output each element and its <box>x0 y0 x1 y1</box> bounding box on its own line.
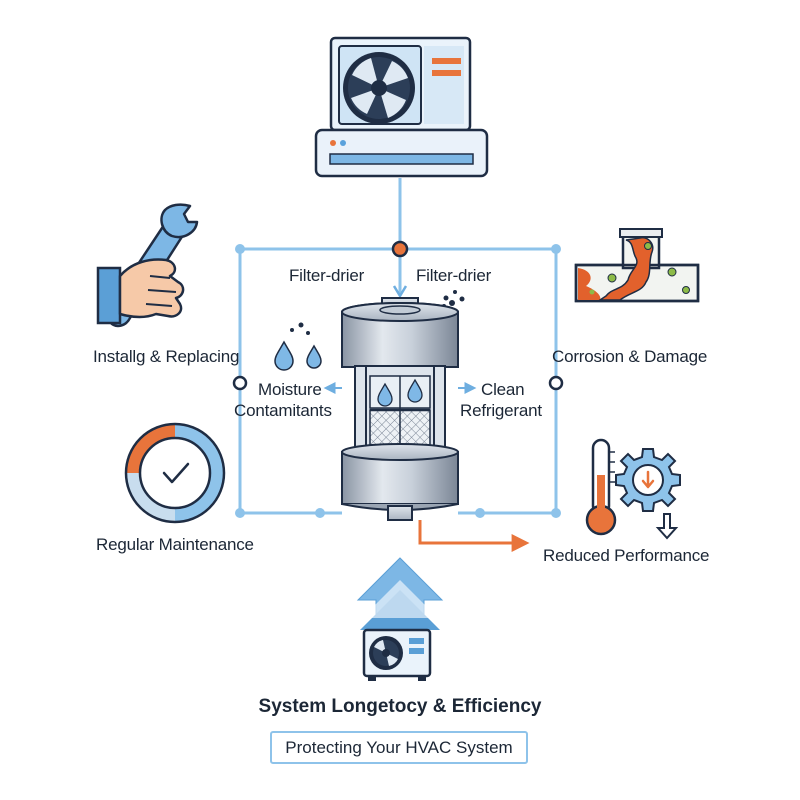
regular-maintenance-label: Regular Maintenance <box>96 535 254 554</box>
tagline-box: Protecting Your HVAC System <box>270 731 528 764</box>
left-node <box>232 375 248 391</box>
corrosion-damage-label: Corrosion & Damage <box>552 347 708 366</box>
right-node <box>548 375 564 391</box>
clean-label-line2: Refrigerant <box>460 401 542 420</box>
water-drop-icon <box>274 322 322 371</box>
corroded-pipe-icon <box>574 228 700 303</box>
frame-nodes <box>235 244 561 518</box>
reduced-flow-arrow <box>418 520 530 552</box>
debris-particles-icon <box>442 290 465 308</box>
ac-outdoor-unit-small-icon <box>362 628 432 681</box>
moisture-label-line2: Contamitants <box>234 401 332 420</box>
maintenance-gauge-check-icon <box>124 422 226 524</box>
thermometer-gear-down-icon <box>585 438 681 540</box>
clean-label-line1: Clean <box>481 380 525 399</box>
install-replace-label: Installg & Replacing <box>93 347 240 366</box>
filter-drier-label-left: Filter-drier <box>289 266 365 285</box>
filter-drier-label-right: Filter-drier <box>416 266 492 285</box>
moisture-label-line1: Moisture <box>258 380 322 399</box>
arrow-down-icon <box>392 285 408 299</box>
up-arrow-icon <box>356 557 444 640</box>
reduced-performance-label: Reduced Performance <box>543 546 710 565</box>
footer-title: System Longetocy & Efficiency <box>258 696 542 717</box>
filter-drier-canister-icon <box>341 297 459 521</box>
junction-node <box>391 240 409 258</box>
tagline-text: Protecting Your HVAC System <box>285 737 513 757</box>
ac-outdoor-unit-icon <box>314 36 489 178</box>
hand-wrench-icon <box>96 203 199 328</box>
